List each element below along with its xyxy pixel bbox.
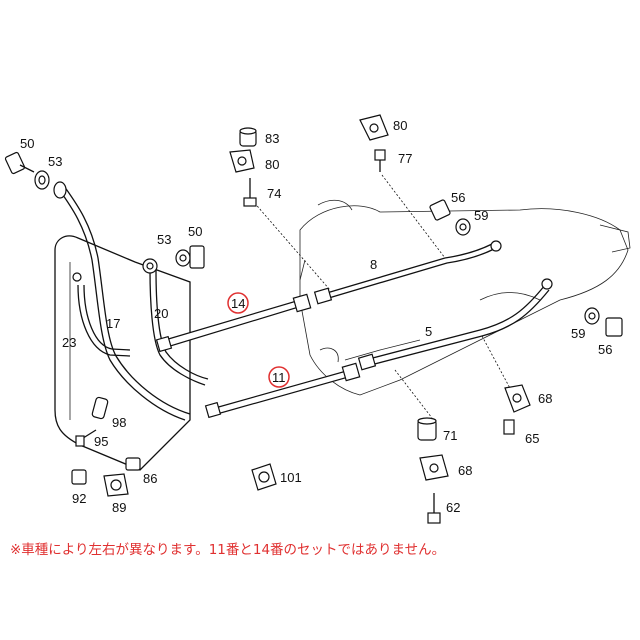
- label-65: 65: [525, 431, 539, 446]
- label-5: 5: [425, 324, 432, 339]
- washer-53-top-left: [34, 170, 50, 190]
- label-62: 62: [446, 500, 460, 515]
- label-80-left: 80: [265, 157, 279, 172]
- bolt-65: [503, 419, 515, 435]
- label-98: 98: [112, 415, 126, 430]
- label-14: 14: [231, 296, 245, 311]
- washer-59-right-bottom: [584, 307, 600, 325]
- highlight-11: 11: [268, 366, 290, 388]
- pipe-11: [204, 362, 361, 419]
- label-86: 86: [143, 471, 157, 486]
- clip-68-right: [504, 384, 531, 413]
- bolt-74: [243, 178, 257, 207]
- label-80-right: 80: [393, 118, 407, 133]
- label-50-top-left: 50: [20, 136, 34, 151]
- label-89: 89: [112, 500, 126, 515]
- label-68-right: 68: [538, 391, 552, 406]
- sleeve-98: [91, 396, 109, 420]
- bolt-50-top-left: [4, 151, 35, 175]
- cap-83: [239, 127, 257, 147]
- tank-panel: [54, 235, 191, 471]
- label-92: 92: [72, 491, 86, 506]
- fitting-top-left: [53, 181, 67, 199]
- pipe-5: [357, 278, 553, 371]
- label-101: 101: [280, 470, 302, 485]
- label-53-top-left: 53: [48, 154, 62, 169]
- label-17: 17: [106, 316, 120, 331]
- nut-92: [71, 469, 87, 485]
- clip-80-right: [359, 114, 389, 141]
- clip-68-bottom: [419, 454, 449, 481]
- label-74: 74: [267, 186, 281, 201]
- label-68-bottom: 68: [458, 463, 472, 478]
- label-71: 71: [443, 428, 457, 443]
- banjo-fitting: [142, 258, 158, 274]
- pipe-8: [313, 240, 502, 305]
- mount-101: [251, 463, 277, 491]
- label-50-mid: 50: [188, 224, 202, 239]
- bolt-50-mid: [189, 245, 205, 269]
- bolt-56-right-top: [429, 199, 451, 221]
- label-8: 8: [370, 257, 377, 272]
- clip-80-left: [229, 149, 255, 173]
- label-23: 23: [62, 335, 76, 350]
- note-text: ※車種により左右が異なります。11番と14番のセットではありません。: [10, 542, 446, 558]
- label-20: 20: [154, 306, 168, 321]
- bolt-56-right-bottom: [605, 317, 623, 337]
- hose-lines-left: [57, 185, 209, 421]
- label-53-mid: 53: [157, 232, 171, 247]
- leader-lines: [251, 174, 513, 419]
- washer-59-right-top: [455, 218, 471, 236]
- part-labels: 50 53 83 80 74 80 77 56 59 53 50 8 20 17…: [20, 118, 612, 515]
- label-95: 95: [94, 434, 108, 449]
- bolt-62: [427, 493, 441, 524]
- highlight-14: 14: [227, 292, 249, 314]
- label-56-bottom-right: 56: [598, 342, 612, 357]
- pipe-14: [155, 293, 312, 353]
- clamp-89: [103, 473, 129, 497]
- label-77: 77: [398, 151, 412, 166]
- label-11: 11: [272, 370, 286, 385]
- bush-71: [417, 417, 437, 441]
- transmission-housing: [299, 199, 631, 396]
- label-59-top-right: 59: [474, 208, 488, 223]
- bolt-95: [75, 429, 97, 447]
- label-56-top-right: 56: [451, 190, 465, 205]
- bolt-77: [374, 149, 386, 172]
- bolt-86: [125, 457, 141, 471]
- washer-53-mid: [175, 249, 191, 267]
- label-83: 83: [265, 131, 279, 146]
- label-59-bottom-right: 59: [571, 326, 585, 341]
